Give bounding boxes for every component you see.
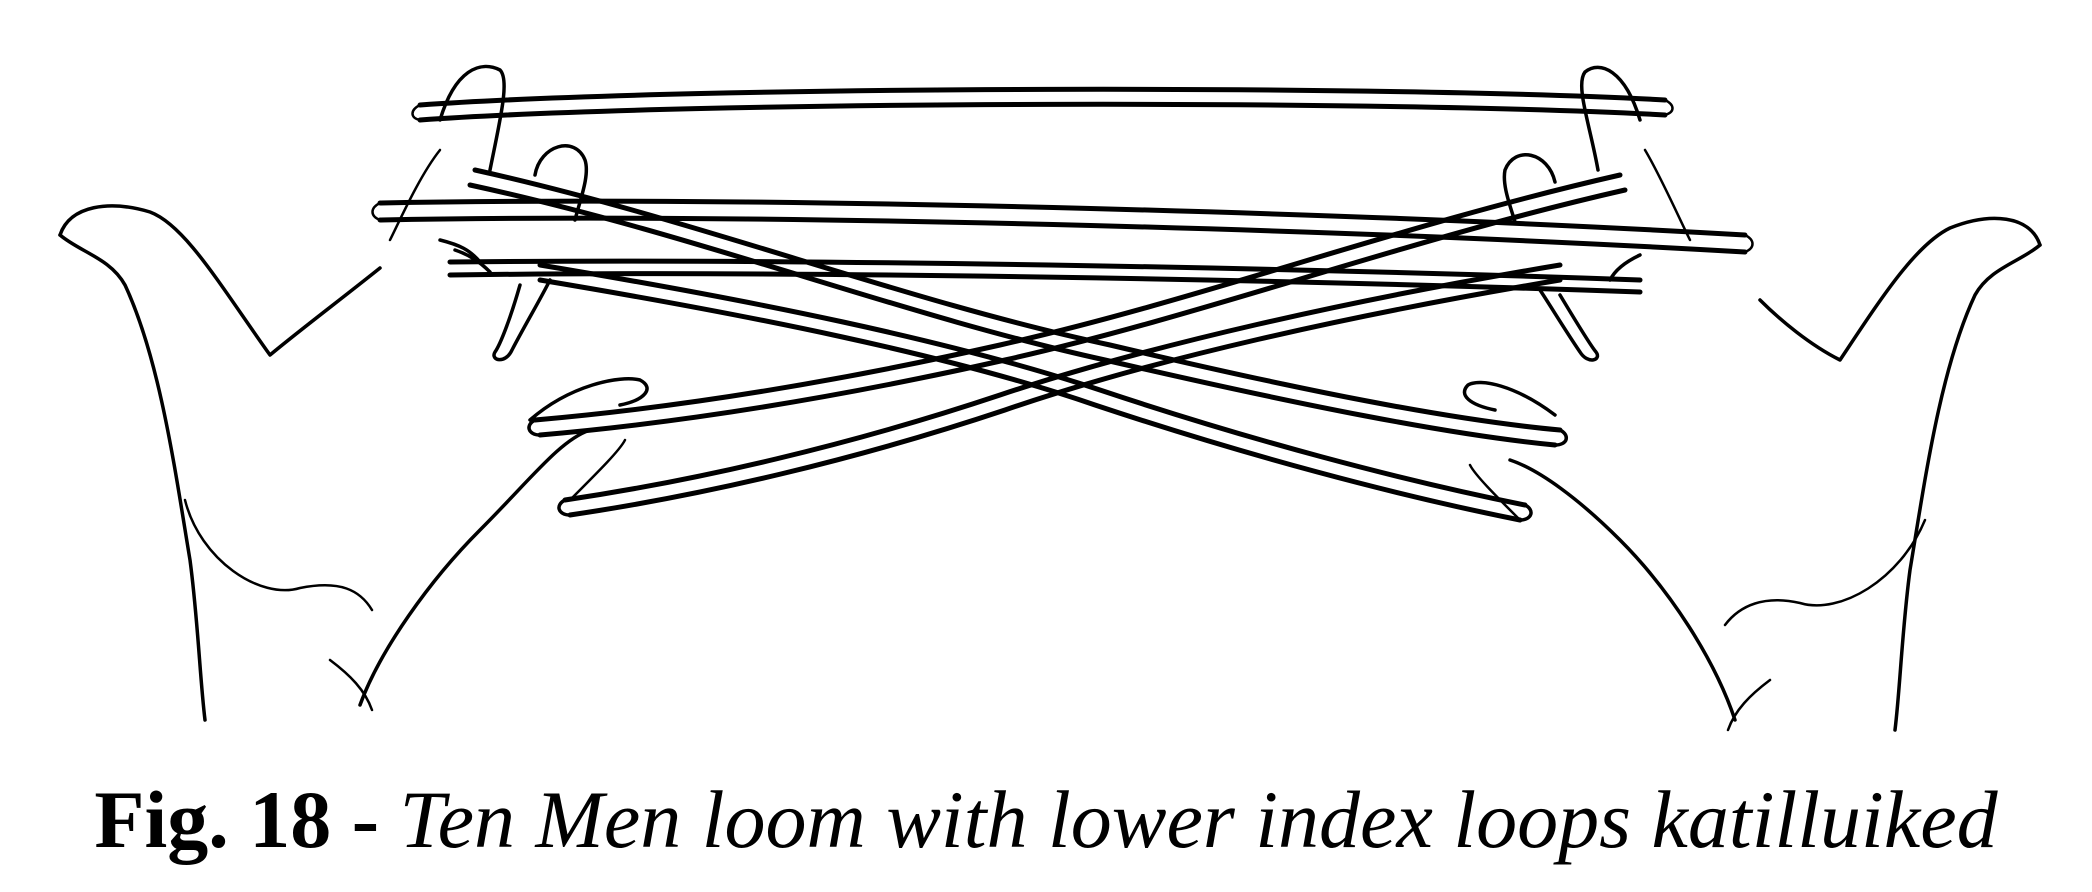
- left-hand-drawing: [58, 64, 649, 722]
- hands-with-string-drawing: [58, 64, 2042, 732]
- figure-number-label: Fig. 18 -: [94, 774, 380, 865]
- string-figure-illustration: [58, 64, 2042, 732]
- string-strands: [371, 86, 1754, 523]
- figure-caption-text: Ten Men loom with lower index loops kati…: [399, 774, 1998, 865]
- figure-caption: Fig. 18 - Ten Men loom with lower index …: [0, 770, 2092, 870]
- right-hand-drawing: [1462, 65, 2042, 732]
